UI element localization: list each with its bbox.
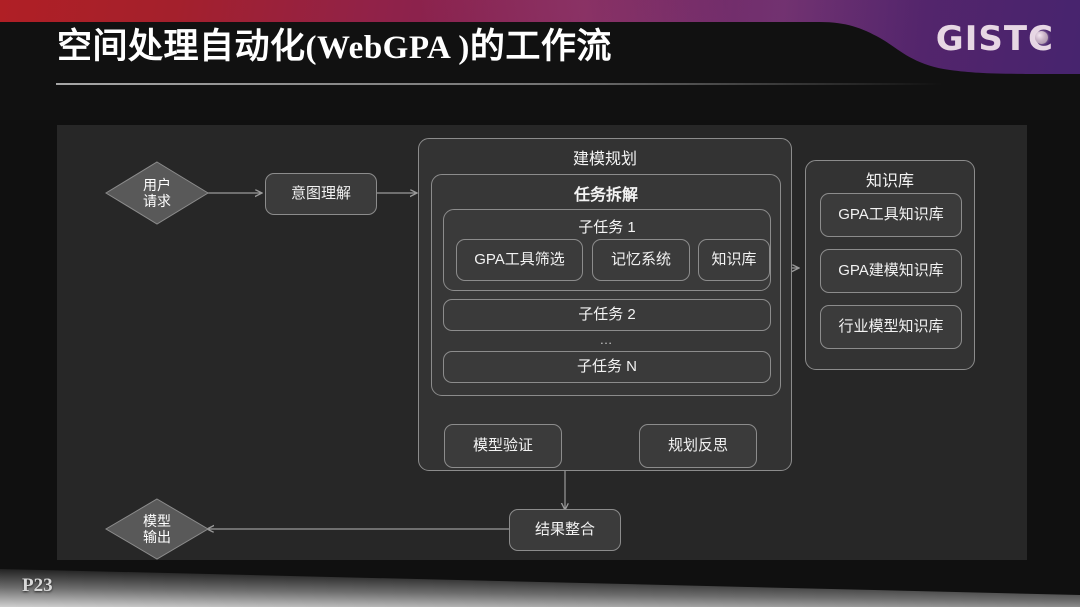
gistc-logo: GISTC [936,22,1054,56]
node-kb-gpa-tool-label: GPA工具知识库 [838,205,944,223]
node-result-integration-label: 结果整合 [534,520,595,538]
group-knowledge-base: 知识库 GPA工具知识库 GPA建模知识库 行业模型知识库 [805,160,975,370]
node-subtask-2[interactable]: 子任务 2 [443,299,771,331]
node-model-output-label: 模型输出 [143,512,171,545]
page-title-cjk-2: 的工作流 [469,27,612,66]
node-model-output: 模型输出 [105,498,209,560]
node-kb-gpa-modeling-label: GPA建模知识库 [838,261,944,279]
group-subtask-1: 子任务 1 GPA工具筛选 记忆系统 知识库 [443,209,771,291]
node-user-request-label: 用户请求 [143,176,171,209]
node-model-validation-label: 模型验证 [472,436,533,454]
node-memory-system-label: 记忆系统 [610,250,671,268]
diamond-shape-user-request [105,161,209,225]
page-number: P23 [22,575,53,596]
node-user-request: 用户请求 [105,161,209,225]
header-black-shape [0,12,1080,120]
diamond-shape-model-output [105,498,209,560]
node-result-integration[interactable]: 结果整合 [509,509,621,551]
workflow-diagram-panel: 用户请求 意图理解 建模规划 任务拆解 子任务 1 GPA工具筛选 记忆系统 [57,125,1027,560]
node-kb-gpa-tool[interactable]: GPA工具知识库 [820,193,962,237]
node-gpa-tool-filter-label: GPA工具筛选 [474,250,565,268]
group-task-decomposition: 任务拆解 子任务 1 GPA工具筛选 记忆系统 知识库 子任务 [431,174,781,396]
group-knowledge-base-title: 知识库 [865,173,914,190]
page-title-latin: (WebGPA ) [305,30,470,66]
node-plan-reflection[interactable]: 规划反思 [639,424,757,468]
node-knowledge-base-ref-label: 知识库 [711,250,757,268]
group-subtask-1-title: 子任务 1 [578,219,636,236]
page-title-cjk-1: 空间处理自动化 [57,27,306,66]
node-kb-industry-model[interactable]: 行业模型知识库 [820,305,962,349]
node-subtask-2-label: 子任务 2 [578,305,636,323]
subtask-ellipsis: … [599,332,613,347]
group-task-decomposition-title: 任务拆解 [573,187,638,204]
globe-icon [1035,31,1049,44]
node-gpa-tool-filter[interactable]: GPA工具筛选 [456,239,583,281]
group-modeling-plan: 建模规划 任务拆解 子任务 1 GPA工具筛选 记忆系统 知识库 [418,138,792,471]
group-modeling-plan-title: 建模规划 [572,151,637,168]
node-model-validation[interactable]: 模型验证 [444,424,562,468]
node-intent-understanding[interactable]: 意图理解 [265,173,377,215]
node-subtask-n[interactable]: 子任务 N [443,351,771,383]
node-kb-industry-model-label: 行业模型知识库 [838,317,944,335]
node-subtask-n-label: 子任务 N [576,357,637,375]
node-memory-system[interactable]: 记忆系统 [592,239,690,281]
node-intent-understanding-label: 意图理解 [290,184,351,202]
node-kb-gpa-modeling[interactable]: GPA建模知识库 [820,249,962,293]
title-underline [56,83,942,85]
logo-text-c: C [1028,22,1054,56]
page-title: 空间处理自动化(WebGPA )的工作流 [57,18,612,69]
node-knowledge-base-ref[interactable]: 知识库 [698,239,770,281]
footer-wedge [0,569,1080,607]
logo-text-main: GIST [935,19,1029,59]
node-plan-reflection-label: 规划反思 [667,436,728,454]
